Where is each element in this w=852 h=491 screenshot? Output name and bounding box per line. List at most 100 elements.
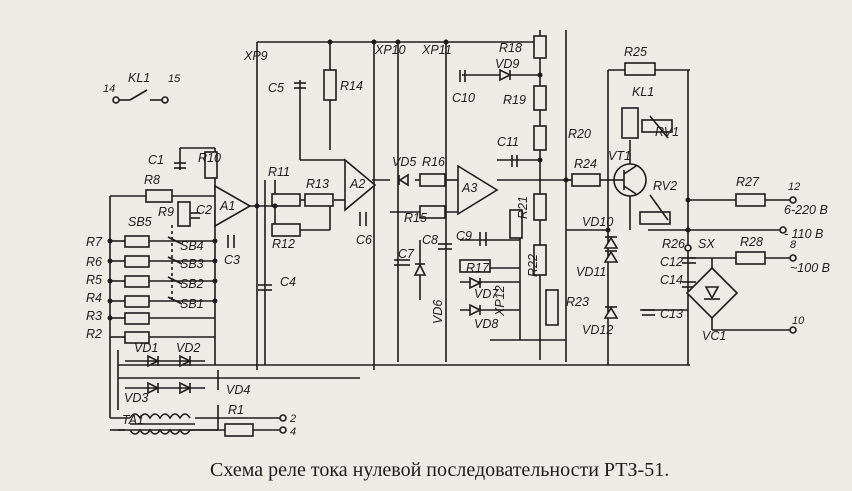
label-r22: R22: [526, 254, 540, 277]
relay-coil: [621, 107, 669, 221]
label-c3: C3: [224, 253, 240, 267]
label-r25: R25: [624, 45, 647, 59]
label-c10: C10: [452, 91, 475, 105]
label-c14: C14: [660, 273, 683, 287]
label-c9: C9: [456, 229, 472, 243]
label-t8: 8: [790, 239, 797, 251]
label-r4: R4: [86, 291, 102, 305]
label-v110: - 110 В: [784, 227, 823, 241]
label-t15: 15: [168, 73, 181, 85]
label-r24: R24: [574, 157, 597, 171]
component-labels: 14 KL1 15 XP9 XP10 XP11 R18 VD9 R19 C10 …: [86, 41, 830, 438]
label-r14: R14: [340, 79, 363, 93]
label-vt1: VT1: [608, 149, 631, 163]
label-sb2: SB2: [180, 277, 204, 291]
label-r6: R6: [86, 255, 102, 269]
label-a2: A2: [349, 177, 365, 191]
label-r5: R5: [86, 273, 102, 287]
transformer-ta1: [129, 413, 195, 435]
label-vd3: VD3: [124, 391, 148, 405]
label-sb3: SB3: [180, 257, 204, 271]
label-vc1: VC1: [702, 329, 726, 343]
label-vd6: VD6: [431, 300, 445, 324]
label-sb4: SB4: [180, 239, 204, 253]
bridge-vc1: [685, 266, 739, 320]
label-r9: R9: [158, 205, 174, 219]
label-sx: SX: [698, 237, 715, 251]
label-v220: 6-220 В: [784, 203, 828, 217]
label-rv1: RV1: [655, 125, 679, 139]
label-r12: R12: [272, 237, 295, 251]
label-v100: ~100 В: [790, 261, 830, 275]
label-vd9: VD9: [495, 57, 519, 71]
diodes: [125, 68, 619, 395]
label-r23: R23: [566, 295, 589, 309]
label-r20: R20: [568, 127, 591, 141]
terminals: [279, 196, 797, 434]
label-r17: R17: [466, 261, 490, 275]
label-r7: R7: [86, 235, 103, 249]
label-r13: R13: [306, 177, 329, 191]
label-xp10: XP10: [374, 43, 406, 57]
label-t4: 4: [290, 426, 296, 438]
label-r15: R15: [404, 211, 427, 225]
figure-caption: Схема реле тока нулевой последовательнос…: [210, 459, 669, 481]
label-sb1: SB1: [180, 297, 204, 311]
label-xp11: XP11: [421, 43, 452, 57]
label-vd10: VD10: [582, 215, 613, 229]
label-t2: 2: [289, 413, 296, 425]
kl1-contact: [112, 89, 169, 104]
label-rv2: RV2: [653, 179, 677, 193]
label-r8: R8: [144, 173, 160, 187]
label-a1: A1: [219, 199, 235, 213]
label-a3: A3: [461, 181, 477, 195]
label-r1: R1: [228, 403, 244, 417]
label-c6: C6: [356, 233, 372, 247]
label-c1: C1: [148, 153, 164, 167]
op-amps: [214, 158, 499, 228]
label-vd7: VD7: [474, 287, 499, 301]
label-c11: C11: [497, 135, 519, 149]
label-c5: C5: [268, 81, 284, 95]
label-r26: R26: [662, 237, 685, 251]
label-vd11: VD11: [576, 265, 606, 279]
resistors: [110, 35, 766, 437]
label-vd12: VD12: [582, 323, 613, 337]
label-r19: R19: [503, 93, 526, 107]
label-t14: 14: [103, 83, 115, 95]
label-kl1b: KL1: [632, 85, 654, 99]
label-ta1: TA1: [122, 413, 144, 427]
junctions: [107, 39, 691, 321]
label-c8: C8: [422, 233, 438, 247]
label-xp9: XP9: [243, 49, 268, 63]
label-c13: C13: [660, 307, 683, 321]
label-r16: R16: [422, 155, 445, 169]
label-r28: R28: [740, 235, 763, 249]
label-kl1: KL1: [128, 71, 150, 85]
label-t10: 10: [792, 315, 805, 327]
label-r2: R2: [86, 327, 102, 341]
label-r27: R27: [736, 175, 760, 189]
label-vd4: VD4: [226, 383, 250, 397]
label-vd1: VD1: [134, 341, 158, 355]
label-c12: C12: [660, 255, 683, 269]
switches: [167, 225, 183, 305]
label-sb5: SB5: [128, 215, 152, 229]
transistor-vt1: [612, 163, 647, 197]
label-c2: C2: [196, 203, 212, 217]
label-t12: 12: [788, 181, 800, 193]
label-c4: C4: [280, 275, 296, 289]
label-r11: R11: [268, 165, 290, 179]
label-c7: C7: [398, 247, 415, 261]
label-r10: R10: [198, 151, 221, 165]
label-vd8: VD8: [474, 317, 498, 331]
label-r21: R21: [516, 196, 530, 219]
label-vd5: VD5: [392, 155, 416, 169]
label-vd2: VD2: [176, 341, 200, 355]
capacitors: [174, 70, 696, 316]
label-r3: R3: [86, 309, 102, 323]
label-r18: R18: [499, 41, 522, 55]
label-xp12: XP12: [493, 285, 507, 317]
